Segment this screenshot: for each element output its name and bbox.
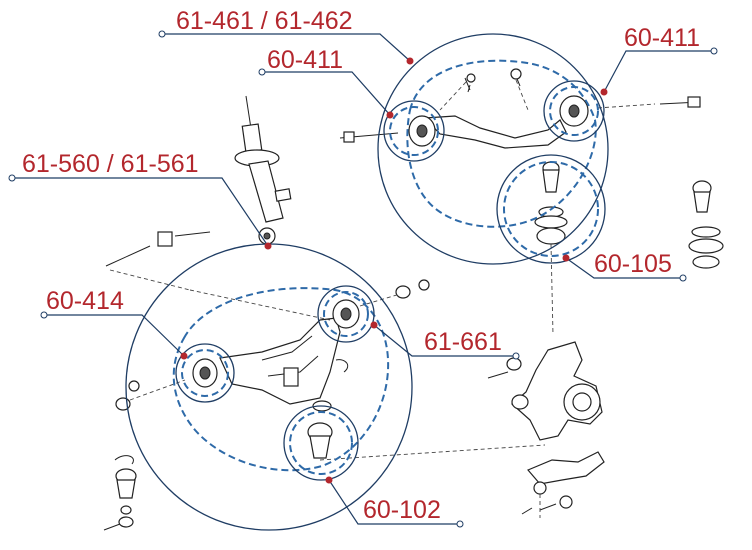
upper-bushing-left-zone — [383, 100, 445, 162]
callout-60-411-left: 60-411 — [258, 46, 394, 119]
lower-ball-joint-dashed — [289, 411, 353, 475]
callout-60-411-right: 60-411 — [600, 24, 718, 96]
part-drawings — [103, 68, 724, 531]
callout-60-105: 60-105 — [562, 250, 687, 282]
lower-bushing-left-zone — [175, 343, 235, 403]
lower-bushing-right-dashed — [323, 291, 369, 337]
upper-ball-joint-dashed — [503, 161, 599, 257]
upper-arm-dashed-zone — [406, 59, 597, 228]
callout-label-60-414: 60-414 — [46, 287, 124, 315]
callout-label-61-661: 61-661 — [424, 328, 502, 356]
upper-arm-zone — [377, 33, 609, 265]
callout-label-60-105: 60-105 — [594, 250, 672, 278]
callout-60-414: 60-414 — [40, 287, 188, 360]
spare-ball-joint — [688, 180, 724, 269]
callout-label-60-411-right: 60-411 — [624, 24, 700, 52]
lower-bushing-right-zone — [317, 285, 375, 343]
upper-control-arm — [339, 68, 701, 149]
callout-label-60-411-left: 60-411 — [267, 46, 343, 74]
strut-assembly — [234, 95, 292, 245]
knuckle-bracket — [521, 451, 605, 518]
upper-bushing-right-dashed — [549, 86, 599, 136]
lower-ball-joint — [307, 422, 546, 461]
callout-label-61-461: 61-461 / 61-462 — [176, 7, 353, 35]
callout-label-60-102: 60-102 — [363, 496, 441, 524]
lower-control-arm — [105, 231, 430, 412]
lower-arm-dashed-zone — [172, 287, 390, 472]
callout-61-661: 61-661 — [370, 321, 520, 360]
loose-ball-joint — [103, 455, 137, 531]
lower-bushing-left-dashed — [181, 349, 229, 397]
callout-61-560: 61-560 / 61-561 — [8, 150, 272, 250]
callout-60-102: 60-102 — [325, 476, 464, 528]
callout-label-61-560: 61-560 / 61-561 — [22, 150, 199, 178]
callout-61-461: 61-461 / 61-462 — [158, 7, 414, 65]
highlight-zones — [125, 33, 609, 531]
upper-bushing-left-dashed — [389, 106, 439, 156]
upper-bushing-right-zone — [543, 80, 605, 142]
lower-ball-joint-zone — [283, 405, 359, 481]
steering-knuckle — [487, 341, 603, 441]
upper-ball-joint-zone — [496, 154, 606, 264]
